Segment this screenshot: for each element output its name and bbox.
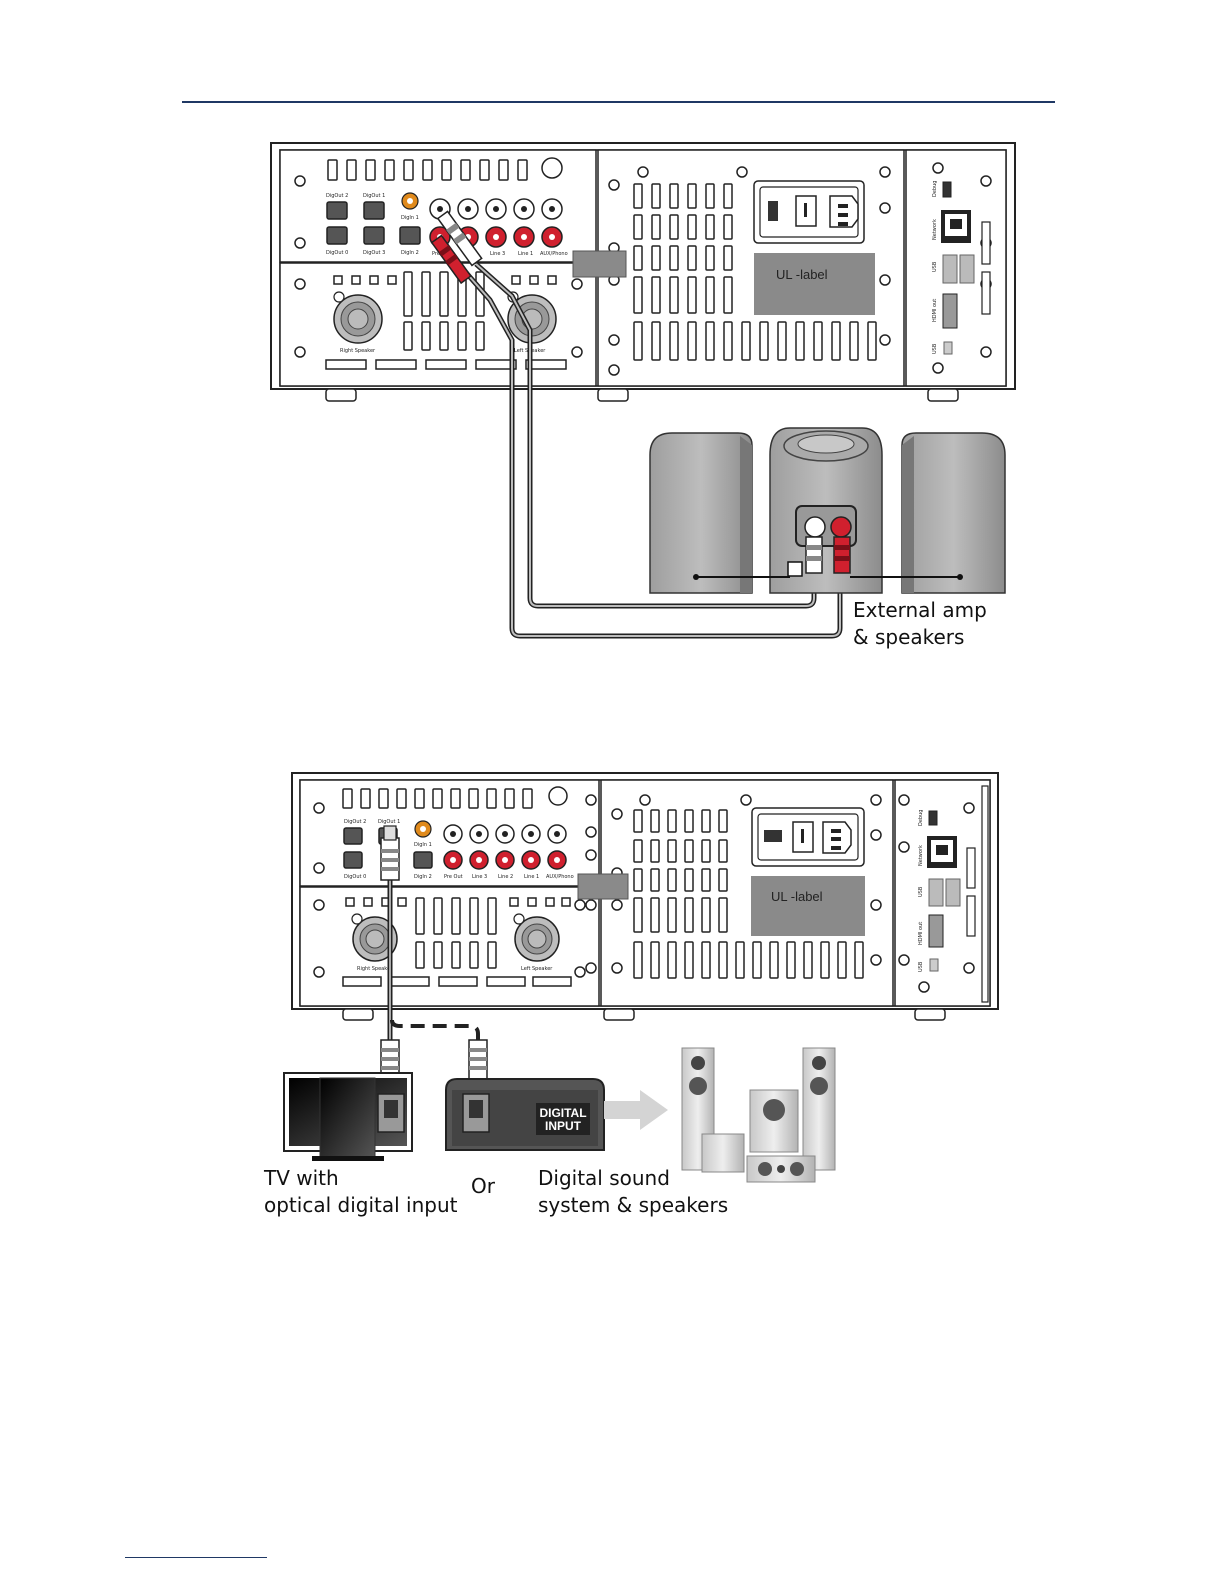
- ul-label-text: UL -label: [776, 267, 828, 282]
- label-aux-phono: AUX/Phono: [540, 251, 568, 257]
- label-digin-2: DigIn 2: [401, 250, 419, 256]
- label-line-1-b: Line 1: [524, 874, 539, 880]
- label-debug: Debug: [932, 181, 938, 197]
- label-digout-1-b: DigOut 1: [378, 819, 400, 825]
- digital-sound-system-icon: [681, 1047, 836, 1183]
- power-inlet: [753, 180, 865, 244]
- external-amp-speakers: [649, 427, 1006, 594]
- label-aux-phono-b: AUX/Phono: [546, 874, 574, 880]
- label-right-speaker: Right Speaker: [340, 348, 376, 354]
- label-usb: USB: [932, 261, 938, 272]
- label-network-b: Network: [918, 845, 924, 866]
- label-hdmi-out: HDMI out: [932, 299, 938, 322]
- warning-sticker: [572, 250, 627, 278]
- label-usb-2: USB: [932, 343, 938, 354]
- label-digout-3: DigOut 3: [363, 250, 385, 256]
- caption-sound-line1: Digital sound: [538, 1166, 670, 1190]
- label-digout-2: DigOut 2: [326, 193, 348, 199]
- right-speaker-connector: [333, 291, 383, 344]
- label-digout-1: DigOut 1: [363, 193, 385, 199]
- left-speaker-connector-b: [513, 913, 560, 962]
- network-port-b: [927, 836, 957, 868]
- network-port: [941, 210, 971, 243]
- usb-ports: [942, 254, 975, 284]
- digital-input-label-line1: DIGITAL: [539, 1106, 586, 1120]
- power-inlet-b: [751, 807, 865, 867]
- label-line-2-b: Line 2: [498, 874, 513, 880]
- ul-label-top: UL -label: [754, 253, 875, 315]
- caption-or: Or: [471, 1174, 496, 1198]
- device-rear-panel-bottom: DigOut 2 DigOut 1 DigOut 0 DigIn 1 DigIn…: [291, 772, 999, 1021]
- ul-label-bottom: UL -label: [751, 876, 865, 936]
- caption-tv-line1: TV with: [263, 1166, 339, 1190]
- digital-input-label-line2: INPUT: [545, 1119, 582, 1133]
- label-usb-b: USB: [918, 886, 924, 897]
- warning-sticker-b: [577, 873, 629, 900]
- label-line-3: Line 3: [490, 251, 505, 257]
- label-digin-2-b: DigIn 2: [414, 874, 432, 880]
- usb-port-2: [943, 341, 953, 355]
- label-debug-b: Debug: [918, 810, 924, 826]
- device-rear-panel-top: DigOut 2 DigOut 1 DigOut 0 DigOut 3 DigI…: [270, 142, 1016, 402]
- label-digin-1-b: DigIn 1: [414, 842, 432, 848]
- hdmi-port: [942, 293, 958, 329]
- left-speaker-connector: [507, 291, 557, 344]
- label-line-1: Line 1: [518, 251, 533, 257]
- usb-ports-b: [928, 878, 961, 907]
- label-network: Network: [932, 219, 938, 240]
- right-speaker-connector-b: [351, 913, 398, 962]
- label-digout-0-b: DigOut 0: [344, 874, 366, 880]
- hdmi-port-b: [928, 914, 944, 948]
- debug-port-b: [928, 810, 938, 826]
- caption-tv-line2: optical digital input: [264, 1193, 458, 1217]
- usb-port-2-b: [929, 958, 939, 972]
- caption-speakers: & speakers: [853, 625, 964, 649]
- label-usb-2-b: USB: [918, 961, 924, 972]
- footer-rule: [125, 1557, 267, 1558]
- digital-input-box: DIGITAL INPUT: [445, 1078, 605, 1151]
- tv-monitor: [283, 1072, 413, 1161]
- label-pre-out-b: Pre Out: [444, 874, 463, 880]
- ul-label-text-b: UL -label: [771, 889, 823, 904]
- label-digin-1: DigIn 1: [401, 215, 419, 221]
- label-digout-0: DigOut 0: [326, 250, 348, 256]
- rca-cables-top: [430, 210, 843, 639]
- caption-sound-line2: system & speakers: [538, 1193, 728, 1217]
- label-digout-2-b: DigOut 2: [344, 819, 366, 825]
- label-hdmi-out-b: HDMI out: [918, 922, 924, 945]
- debug-port: [942, 181, 952, 198]
- label-right-speaker-b: Right Speaker: [357, 966, 393, 972]
- header-rule: [182, 101, 1055, 103]
- caption-external-amp: External amp: [853, 598, 987, 622]
- label-left-speaker-b: Left Speaker: [521, 966, 553, 972]
- label-line-3-b: Line 3: [472, 874, 487, 880]
- arrow-right-icon: [604, 1090, 668, 1130]
